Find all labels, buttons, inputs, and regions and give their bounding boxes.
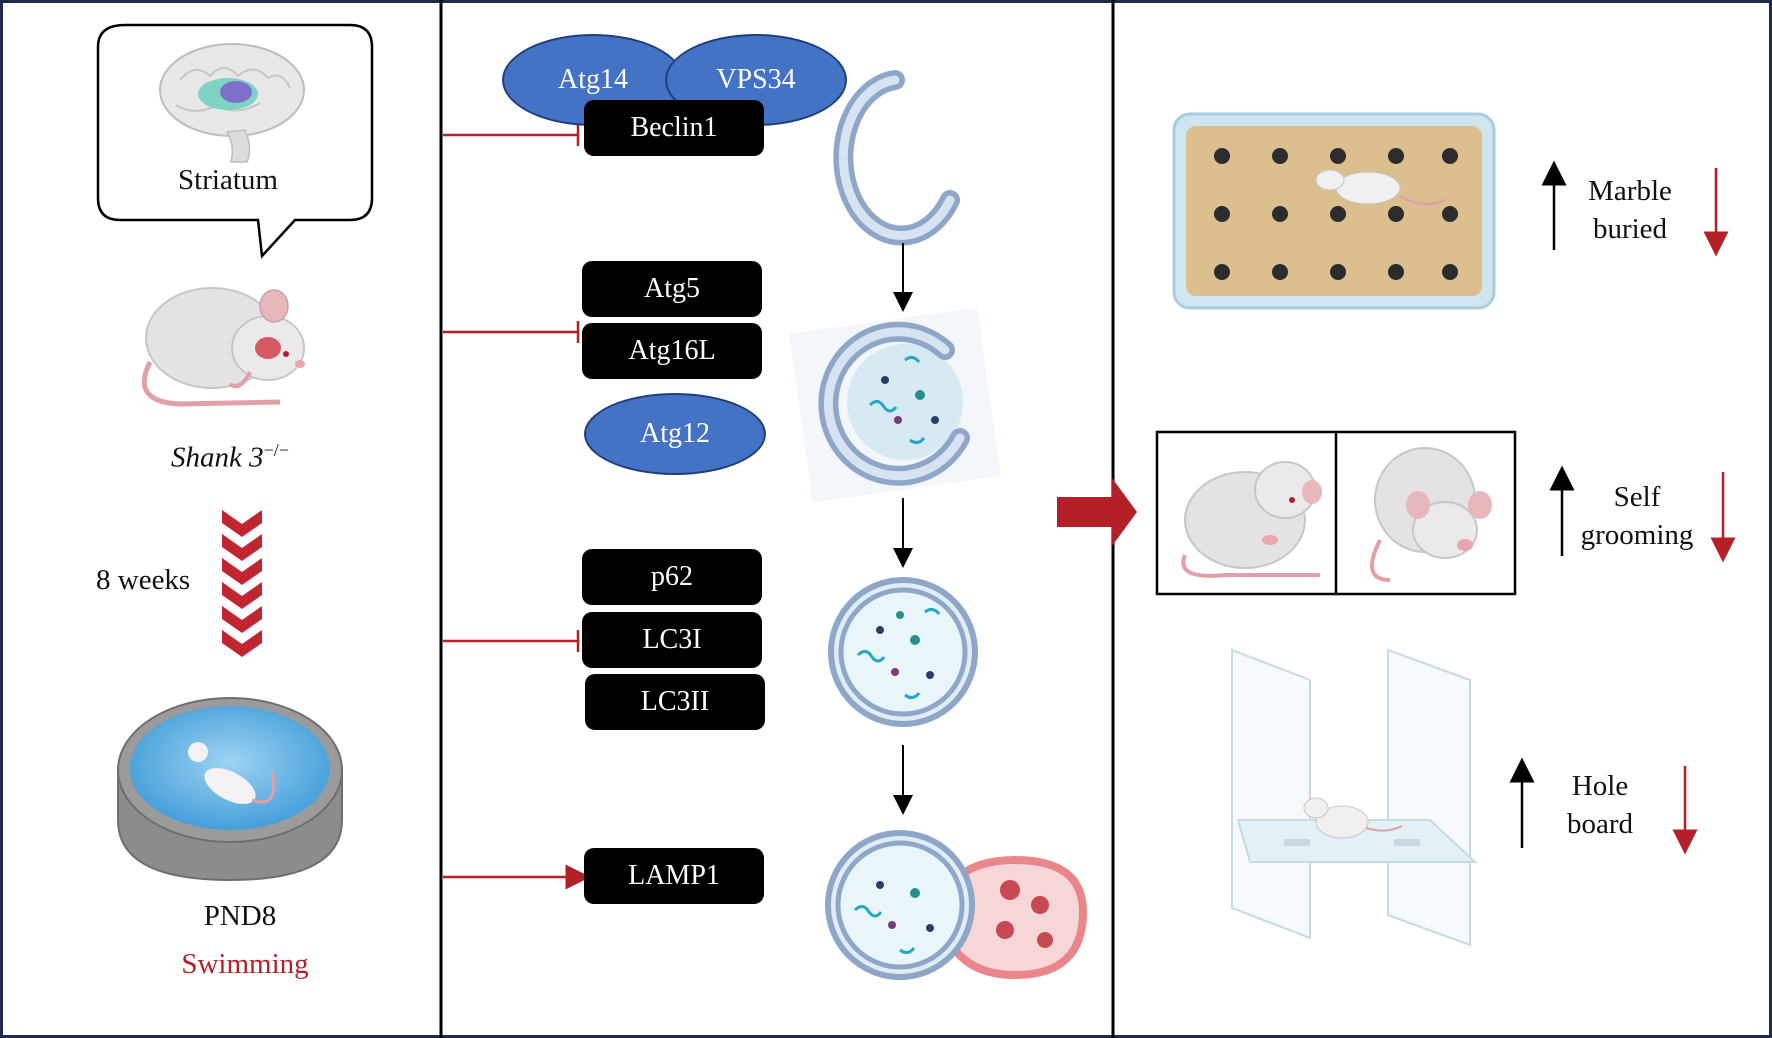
intervention-label: Swimming <box>181 948 309 980</box>
marble-board-icon <box>1172 112 1496 310</box>
lamp1-box: LAMP1 <box>584 848 764 904</box>
holeboard-test-line1: Hole <box>1571 770 1629 802</box>
expanding-phagophore-icon <box>789 307 1001 503</box>
connector-lc3i <box>443 630 580 652</box>
marble-test-line1: Marble <box>1588 175 1672 207</box>
brain-icon <box>159 43 305 163</box>
grooming-test-label: Self grooming <box>1577 478 1697 554</box>
grooming-mouse-2-icon <box>1370 447 1492 582</box>
lc3ii-box: LC3II <box>585 674 765 730</box>
marble-test-label: Marble buried <box>1570 172 1690 248</box>
result-arrow-icon <box>1057 478 1137 546</box>
atg5-box: Atg5 <box>582 261 762 317</box>
p62-box: p62 <box>582 549 762 605</box>
phagophore-icon <box>833 70 960 246</box>
genotype-name: Shank 3 <box>171 441 264 474</box>
shank3-mouse-icon <box>141 287 305 407</box>
atg12-oval: Atg12 <box>584 393 766 475</box>
beclin1-box: Beclin1 <box>584 100 764 156</box>
autophagosome-icon <box>828 577 978 727</box>
chevron-stack-icon <box>222 510 262 657</box>
swimming-pool-icon <box>117 697 343 882</box>
grooming-test-line2: grooming <box>1580 519 1694 551</box>
autolysosome-icon <box>825 830 1088 980</box>
hole-board-icon <box>1231 648 1478 947</box>
duration-label: 8 weeks <box>96 564 191 596</box>
age-label: PND8 <box>203 900 277 932</box>
grooming-test-line1: Self <box>1613 481 1661 513</box>
connector-beclin1 <box>443 124 580 146</box>
genotype-label: Shank 3−/− <box>150 440 310 475</box>
marble-test-line2: buried <box>1592 213 1668 245</box>
holeboard-test-line2: board <box>1566 808 1634 840</box>
atg16l-box: Atg16L <box>582 323 762 379</box>
holeboard-test-label: Hole board <box>1540 767 1660 843</box>
region-label: Striatum <box>178 164 278 196</box>
hole-board-mouse-icon <box>1303 797 1403 839</box>
lc3i-box: LC3I <box>582 612 762 668</box>
grooming-mouse-1-icon <box>1181 461 1322 578</box>
connector-atg16l <box>443 321 580 343</box>
genotype-superscript: −/− <box>263 440 289 460</box>
